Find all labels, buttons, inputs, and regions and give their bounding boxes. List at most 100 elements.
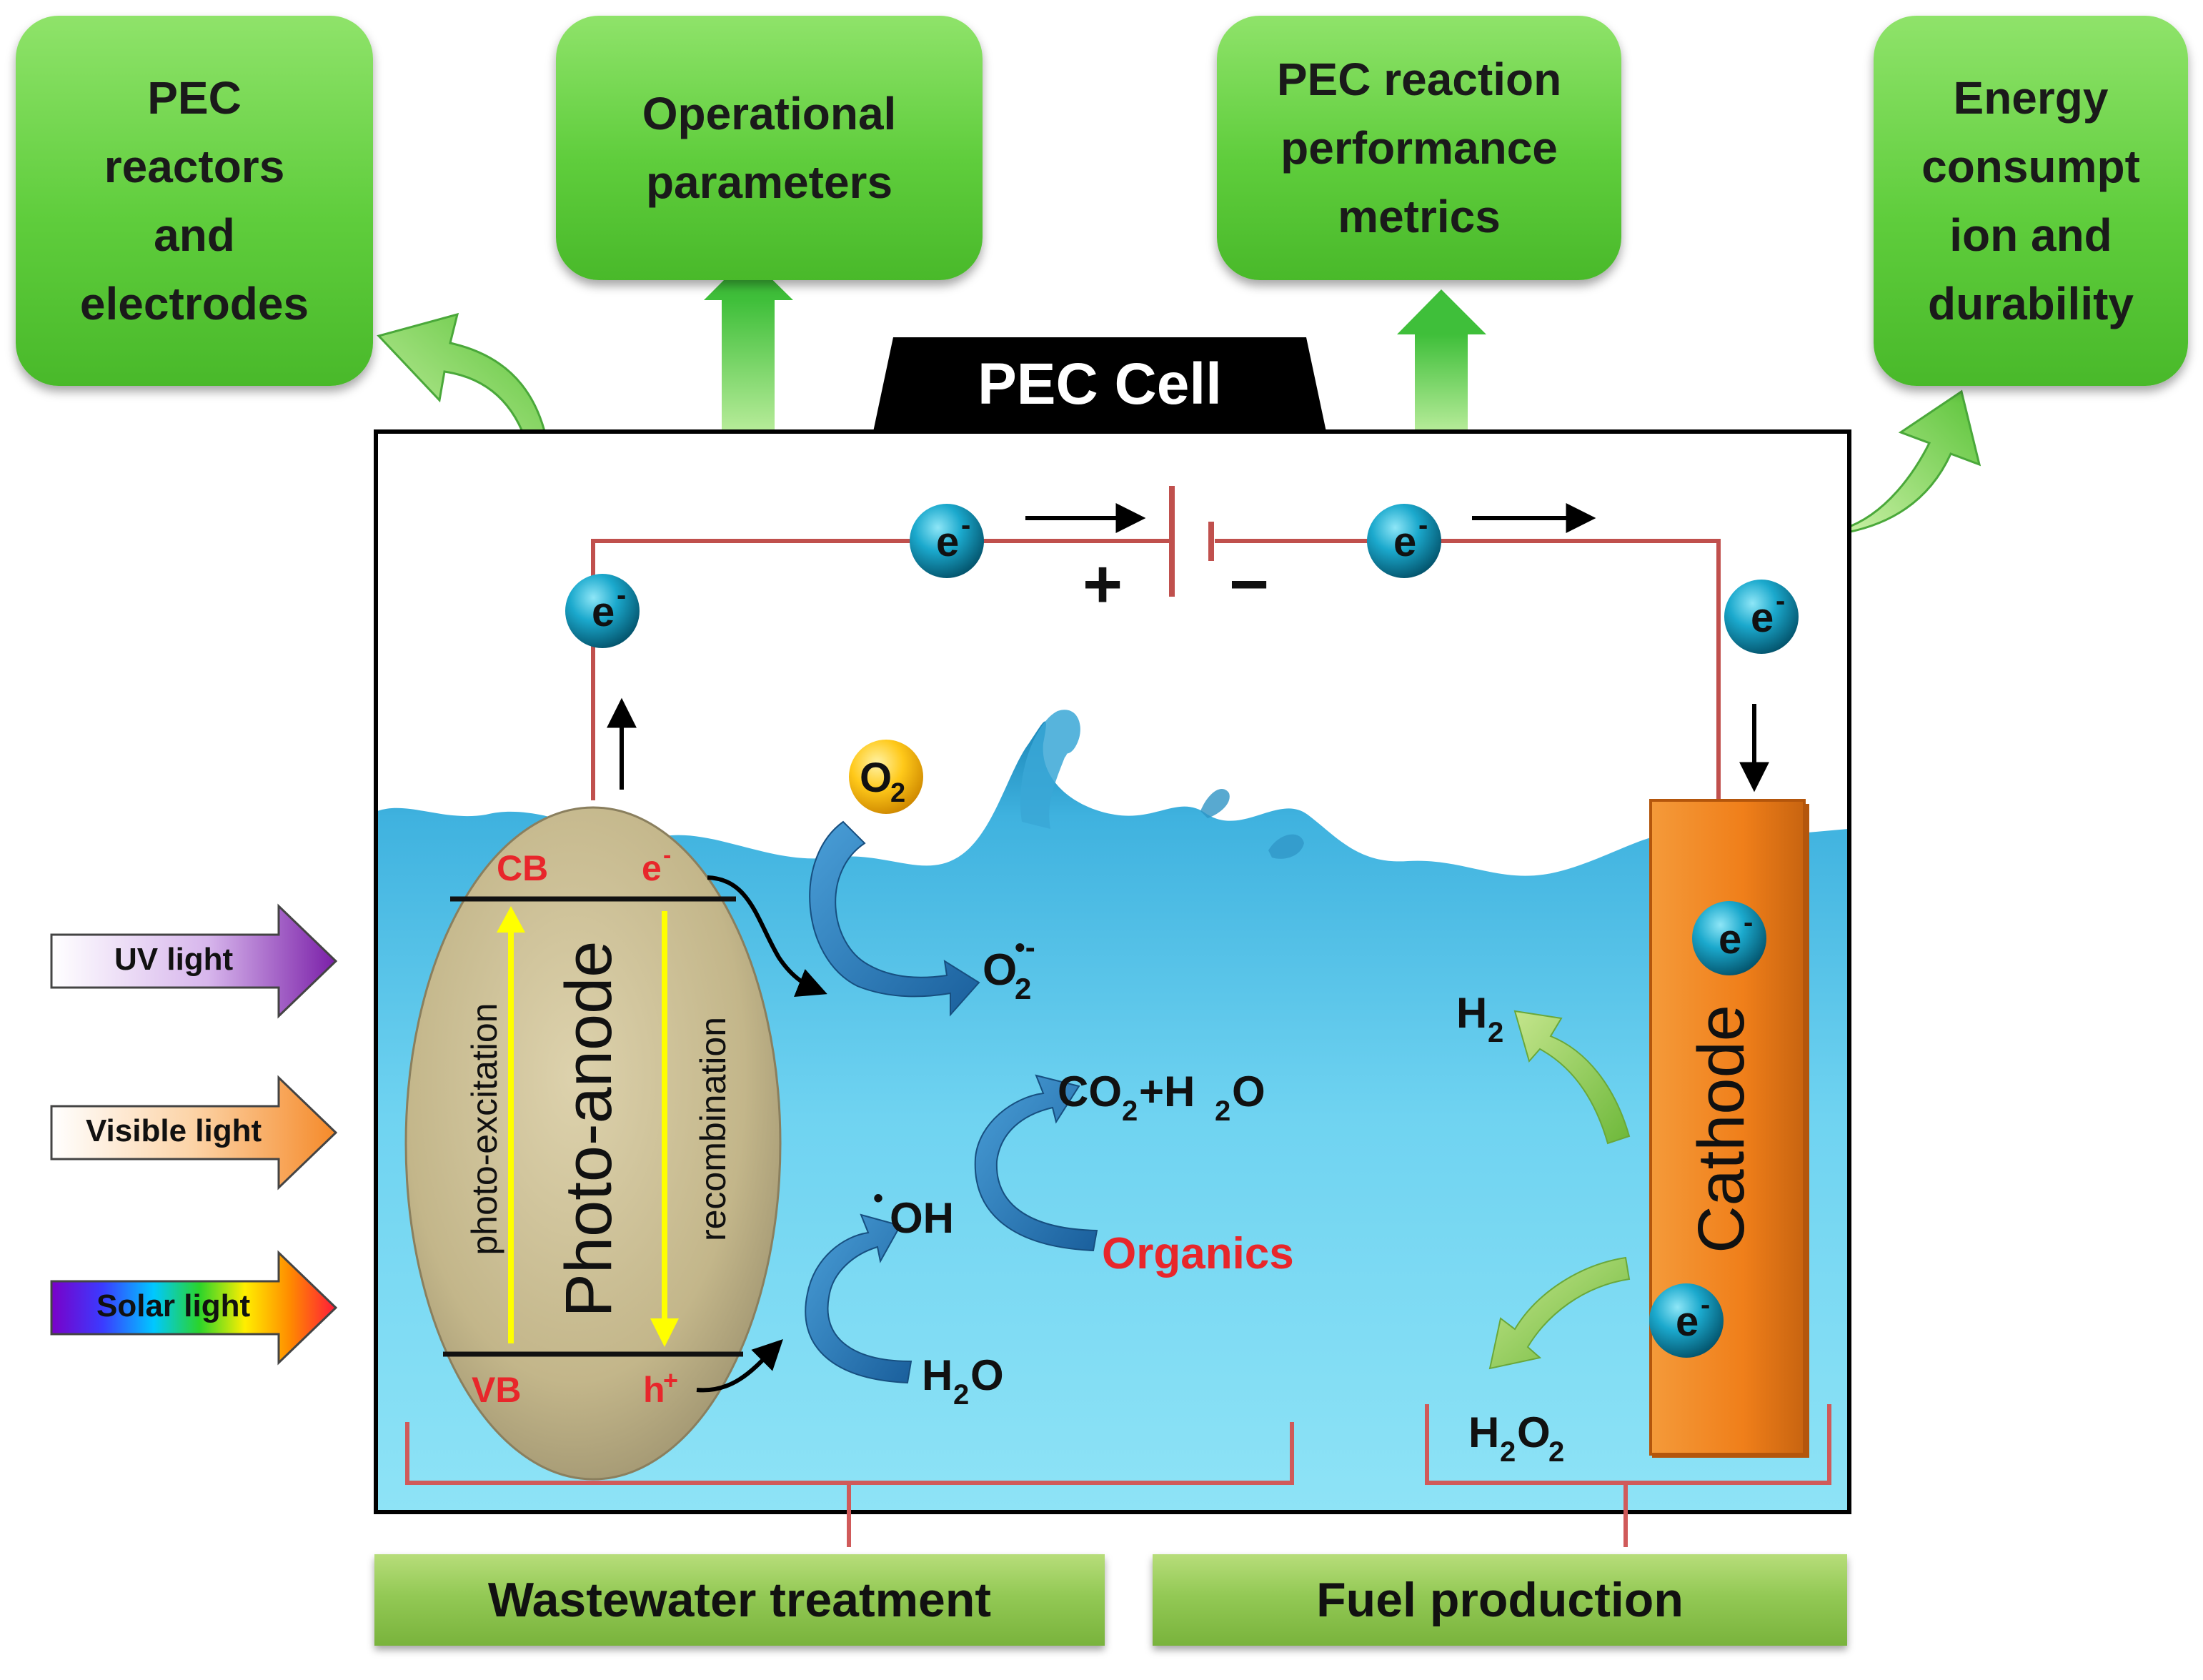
svg-text:2: 2 <box>1215 1095 1230 1127</box>
svg-text:+H: +H <box>1139 1068 1195 1115</box>
h2-evolution-arrow <box>1513 1010 1631 1145</box>
water-oxidation-arrow <box>805 1213 912 1384</box>
hydroxyl-radical-label: • OH <box>873 1183 954 1242</box>
battery-symbol <box>1169 486 1214 597</box>
recombination-label: recombination <box>693 1017 733 1241</box>
svg-text:-: - <box>1776 585 1785 617</box>
svg-text:•: • <box>873 1183 883 1214</box>
performance-metrics-box: PEC reaction performance metrics <box>1217 16 1621 280</box>
svg-text:2: 2 <box>890 778 905 808</box>
co2-h2o-label: CO 2 +H 2 O <box>1058 1068 1265 1127</box>
uv-light-arrow <box>50 903 338 1019</box>
h2o2-production-arrow <box>1488 1256 1631 1370</box>
water-droplet <box>1268 834 1304 859</box>
electron-sphere: e - <box>1692 901 1766 975</box>
superoxide-label: O 2 •- <box>983 930 1035 1005</box>
svg-text:e: e <box>1393 519 1416 565</box>
svg-text:2: 2 <box>1015 972 1031 1005</box>
svg-text:O: O <box>1232 1068 1265 1115</box>
pec-reactors-box: PEC reactors and electrodes <box>16 16 373 386</box>
battery-plus: + <box>1083 546 1123 622</box>
electron-sphere: e - <box>1649 1283 1724 1358</box>
svg-text:2: 2 <box>953 1379 969 1411</box>
svg-text:•-: •- <box>1015 930 1035 964</box>
svg-text:O: O <box>983 945 1017 995</box>
energy-durability-box: Energy consumpt ion and durability <box>1874 16 2188 386</box>
svg-text:e: e <box>1676 1298 1699 1345</box>
photo-anode <box>404 806 782 1481</box>
vb-label: VB <box>472 1370 521 1410</box>
svg-text:e: e <box>936 519 959 565</box>
recombination-arrow <box>650 911 679 1347</box>
hole-transfer-arrow <box>696 1339 783 1393</box>
visible-light-label: Visible light <box>86 1113 262 1148</box>
wastewater-treatment-label: Wastewater treatment <box>487 1573 992 1627</box>
svg-text:-: - <box>961 510 970 541</box>
solar-light-label: Solar light <box>96 1288 251 1323</box>
fuel-production-bar: Fuel production <box>1153 1554 1847 1646</box>
cathode-label: Cathode <box>1685 1005 1758 1253</box>
svg-text:2: 2 <box>1488 1017 1503 1048</box>
oxygen-sphere: O 2 <box>849 740 923 814</box>
solar-light-arrow <box>50 1250 338 1366</box>
pec-cell-title-tab: PEC Cell <box>873 337 1326 432</box>
up-arrow-operational <box>704 256 793 432</box>
svg-text:H: H <box>1456 989 1487 1037</box>
anode-electron-sup: - <box>663 842 671 869</box>
svg-text:O: O <box>1517 1408 1551 1456</box>
svg-text:e: e <box>1719 916 1741 963</box>
svg-text:O: O <box>860 755 892 801</box>
svg-text:-: - <box>617 580 626 611</box>
svg-text:2: 2 <box>1548 1436 1564 1468</box>
svg-text:e: e <box>592 589 615 635</box>
anode-electron-label: e <box>642 848 662 888</box>
hole-label: h <box>643 1370 665 1410</box>
photo-anode-label: Photo-anode <box>552 941 625 1318</box>
svg-text:H: H <box>1468 1408 1499 1456</box>
svg-text:2: 2 <box>1500 1436 1516 1468</box>
svg-text:H: H <box>922 1351 953 1399</box>
operational-parameters-label: Operational parameters <box>642 88 897 208</box>
svg-text:-: - <box>1418 510 1428 541</box>
svg-text:-: - <box>1744 907 1753 938</box>
electron-transfer-arrow <box>707 875 827 998</box>
photo-excitation-label: photo-excitation <box>464 1003 504 1255</box>
visible-light-arrow <box>50 1075 338 1191</box>
svg-text:OH: OH <box>890 1194 954 1242</box>
water-droplet <box>1200 789 1230 818</box>
organics-label: Organics <box>1102 1229 1294 1278</box>
organics-degradation-arrow <box>974 1074 1098 1252</box>
water-label: H 2 O <box>922 1351 1004 1411</box>
cell-frame <box>374 429 1851 1514</box>
electron-sphere: e - <box>1367 504 1441 578</box>
photo-excitation-arrow <box>497 906 525 1343</box>
pec-cell-title: PEC Cell <box>978 352 1222 417</box>
electron-sphere: e - <box>910 504 984 578</box>
o2-reduction-arrow <box>809 820 980 1017</box>
water-splash <box>1020 710 1080 829</box>
svg-text:2: 2 <box>1122 1095 1138 1127</box>
svg-text:-: - <box>1701 1289 1710 1321</box>
wastewater-treatment-bar: Wastewater treatment <box>374 1554 1105 1646</box>
curved-arrow-reactors <box>377 312 552 466</box>
svg-text:O: O <box>970 1351 1004 1399</box>
energy-durability-label: Energy consumpt ion and durability <box>1921 72 2140 329</box>
pec-reactors-label: PEC reactors and electrodes <box>79 72 309 329</box>
svg-text:CO: CO <box>1058 1068 1122 1115</box>
uv-light-label: UV light <box>114 942 234 977</box>
hole-sup: + <box>663 1366 678 1395</box>
operational-parameters-box: Operational parameters <box>556 16 983 280</box>
h2-label: H 2 <box>1456 989 1503 1048</box>
battery-minus: − <box>1229 546 1269 622</box>
performance-metrics-label: PEC reaction performance metrics <box>1276 54 1562 242</box>
cb-label: CB <box>497 848 548 888</box>
h2o2-label: H 2 O 2 <box>1468 1408 1564 1468</box>
curved-arrow-energy <box>1841 389 1981 534</box>
fuel-production-label: Fuel production <box>1316 1573 1684 1627</box>
fuel-brace <box>1425 1404 1831 1547</box>
electron-sphere: e - <box>1724 580 1799 654</box>
up-arrow-performance <box>1397 289 1486 432</box>
electron-sphere: e - <box>565 574 640 648</box>
svg-text:e: e <box>1751 595 1774 641</box>
